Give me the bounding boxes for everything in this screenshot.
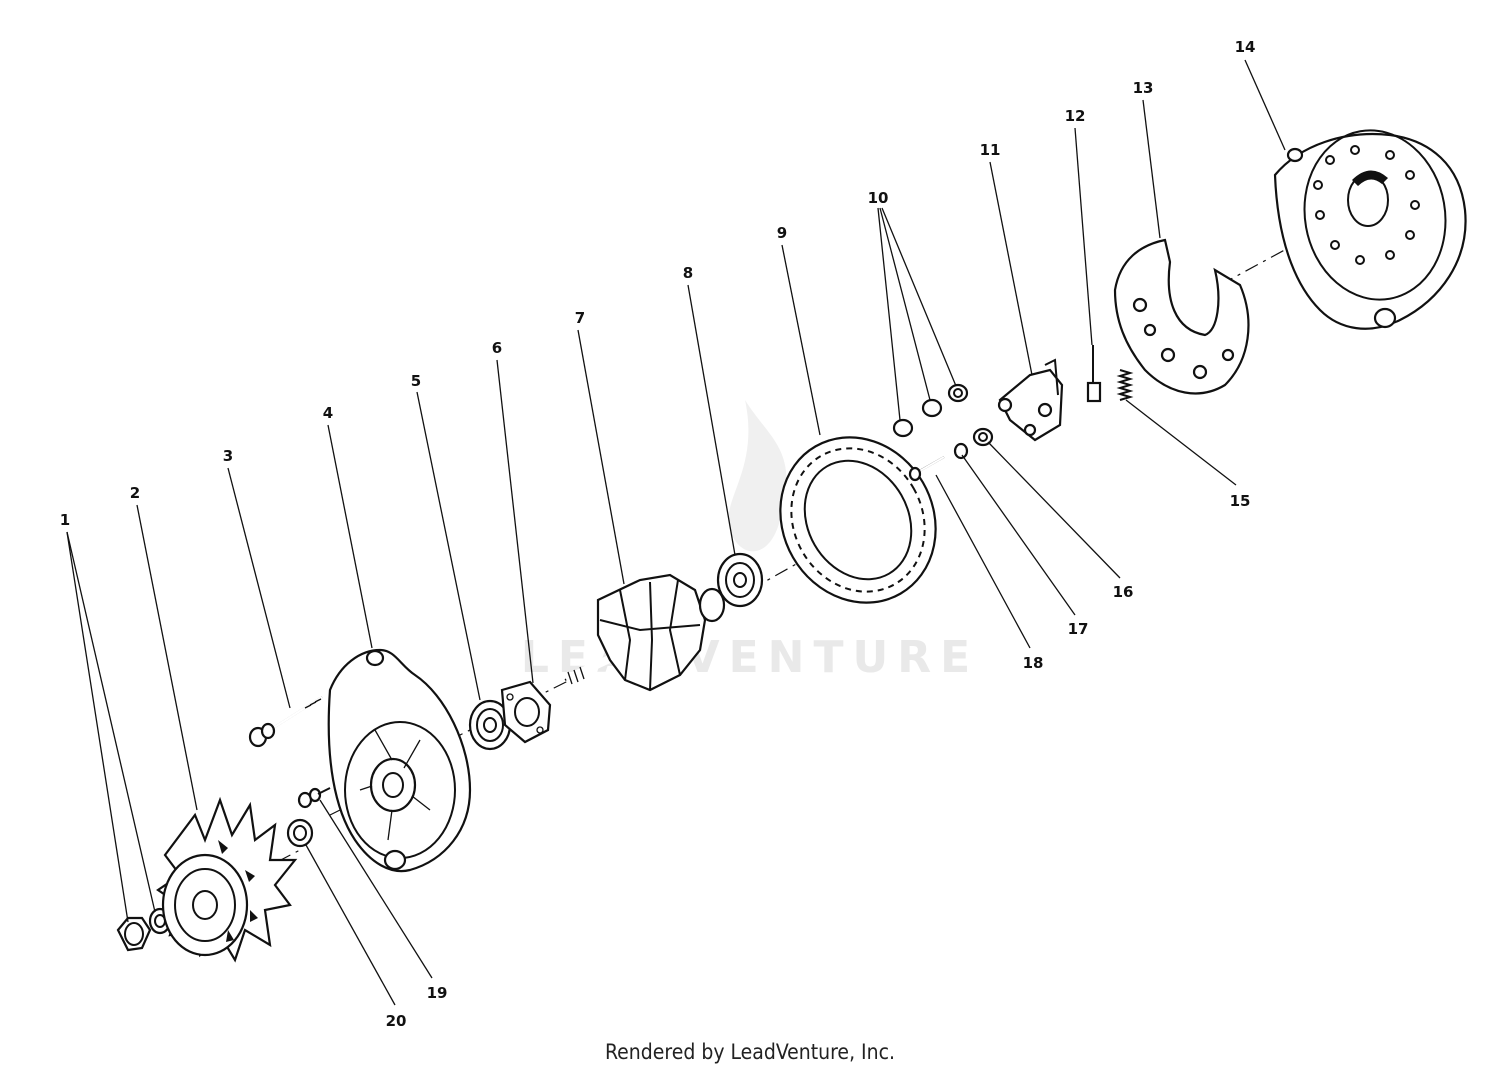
part-8-bearing: [716, 552, 764, 608]
part-label-18: 18: [1023, 654, 1044, 672]
leader-lines: [66, 59, 1286, 1006]
part-12-brush: [1086, 345, 1102, 403]
part-label-4: 4: [323, 404, 333, 422]
part-20-spacer: [286, 818, 314, 848]
part-label-11: 11: [980, 141, 1001, 159]
part-label-15: 15: [1230, 492, 1251, 510]
part-1-nut-and-washer: [116, 907, 172, 952]
part-label-5: 5: [411, 372, 421, 390]
watermark-flame-icon: [728, 400, 787, 552]
part-2-fan-pulley: [156, 796, 298, 963]
part-label-9: 9: [777, 224, 787, 242]
part-label-2: 2: [130, 484, 140, 502]
part-4-drive-end-frame: [327, 648, 472, 873]
part-9-stator: [779, 436, 937, 604]
part-16-insulator: [972, 427, 994, 447]
part-label-7: 7: [575, 309, 585, 327]
part-17-washer: [953, 442, 969, 460]
part-19-screw: [297, 787, 331, 809]
part-13-rectifier-bridge: [1113, 238, 1250, 395]
watermark: LEADVENTURE: [521, 400, 979, 683]
part-18-screw: [908, 456, 945, 482]
part-14-slip-ring-end-frame: [1273, 129, 1467, 330]
part-label-3: 3: [223, 447, 233, 465]
part-7-rotor: [564, 573, 726, 692]
watermark-text: LEADVENTURE: [521, 632, 979, 683]
part-3-through-bolt: [248, 695, 323, 748]
part-11-terminal-assembly: [997, 358, 1064, 442]
part-number-labels: 1 2 3 4 5 6 7 8 9 10 11 12 13 14 15 16 1…: [60, 38, 1256, 1030]
part-5-bearing: [468, 699, 512, 751]
part-label-16: 16: [1113, 583, 1134, 601]
part-label-6: 6: [492, 339, 502, 357]
part-label-12: 12: [1065, 107, 1086, 125]
part-label-17: 17: [1068, 620, 1089, 638]
part-label-1: 1: [60, 511, 70, 529]
rendered-by-caption: Rendered by LeadVenture, Inc.: [605, 1040, 895, 1064]
part-15-spring: [1116, 369, 1134, 401]
part-label-14: 14: [1235, 38, 1256, 56]
part-label-10: 10: [868, 189, 889, 207]
part-label-19: 19: [427, 984, 448, 1002]
part-label-8: 8: [683, 264, 693, 282]
part-6-retainer-plate: [500, 680, 552, 744]
part-10-insulators: [892, 383, 969, 438]
part-label-20: 20: [386, 1012, 407, 1030]
part-label-13: 13: [1133, 79, 1154, 97]
